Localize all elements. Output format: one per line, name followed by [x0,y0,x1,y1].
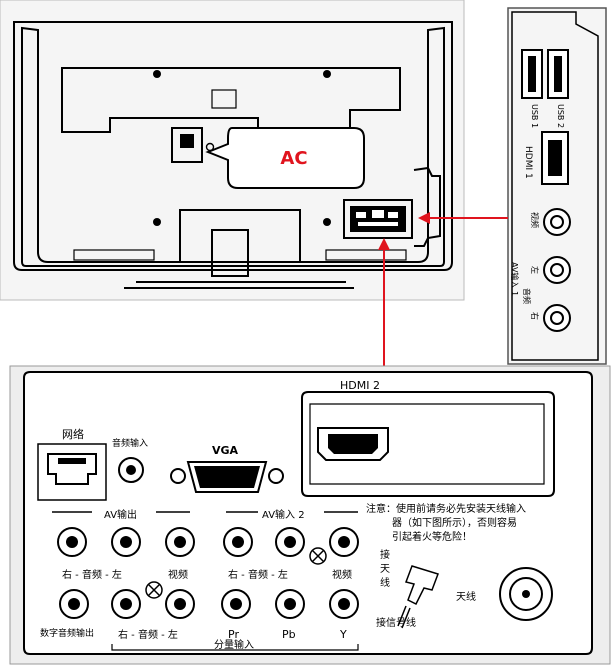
video-label-1: 视频 [168,568,188,581]
ac-label: AC [280,148,307,169]
vga-label: VGA [212,444,239,457]
side-panel: USB 1 USB 2 HDMI 1 视频 AV输入 1 左 音频 右 [507,7,607,365]
signal-cable-label: 接信号线 [376,616,416,629]
usb2-label: USB 2 [556,104,565,128]
antenna-connect-3: 线 [380,576,390,589]
component-in-label: 分量输入 [214,638,254,651]
right-audio-left-label-3: 右 - 音频 - 左 [118,628,178,641]
side-left-label: 左 [530,266,540,274]
side-right-label: 右 [530,312,540,320]
bottom-arrow [378,238,390,366]
digital-audio-out-label: 数字音频输出 [40,627,94,639]
audio-in-label: 音频输入 [112,437,148,449]
hdmi1-label: HDMI 1 [523,146,533,179]
antenna-label: 天线 [456,590,476,603]
side-video-label: 视频 [530,212,540,228]
pr-label: Pr [228,628,239,641]
tv-back-panel: AC [0,0,465,301]
antenna-connect-1: 接 [380,548,390,561]
av-out-label: AV输出 [104,508,137,521]
pb-label: Pb [282,628,296,641]
side-audio-label: 音频 [522,288,532,304]
right-audio-left-label-2: 右 - 音频 - 左 [228,568,288,581]
bottom-panel: HDMI 2 网络 音频输入 VGA AV输出 右 - 音频 - 左 视频 AV… [9,365,611,665]
antenna-connect-2: 天 [380,564,390,575]
usb1-label: USB 1 [530,104,539,128]
right-audio-left-label-1: 右 - 音频 - 左 [62,568,122,581]
video-label-2: 视频 [332,568,352,581]
notice-line-1: 注意：使用前请务必先安装天线输入 [366,502,526,515]
av-in2-label: AV输入 2 [262,508,305,521]
notice-line-3: 引起着火等危险！ [392,530,472,543]
antenna-plug-icon [405,565,439,606]
network-label: 网络 [62,427,84,441]
y-label: Y [339,628,347,641]
side-arrow [418,212,508,224]
notice-line-2: 器（如下图所示），否则容易 [392,516,517,529]
hdmi2-label: HDMI 2 [340,379,380,392]
side-av-in1-label: AV输入 1 [510,262,520,296]
